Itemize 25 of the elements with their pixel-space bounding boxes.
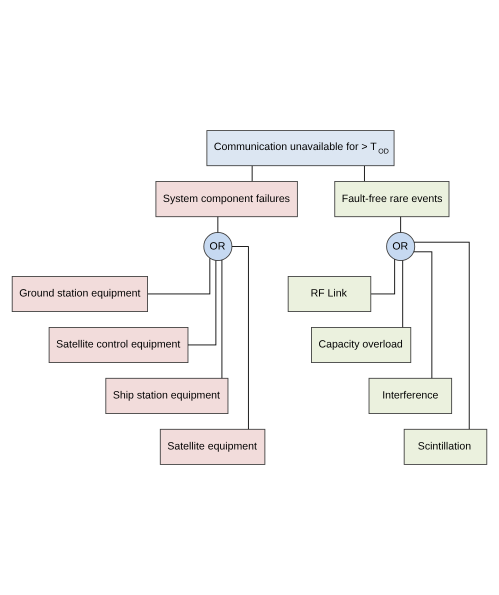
connector — [252, 165, 253, 182]
node-box: Scintillation — [404, 428, 488, 465]
connector — [232, 246, 249, 430]
connector — [364, 165, 365, 182]
node-box: Capacity overload — [311, 326, 412, 363]
connector — [402, 260, 404, 328]
node-box: Satellite control equipment — [48, 326, 188, 363]
node-box: Fault-free rare events — [334, 181, 450, 218]
node-box: Communication unavailable for > T$_{OD}$ — [206, 130, 395, 166]
node-box: RF Link — [288, 276, 372, 312]
node-box: Satellite equipment — [160, 428, 266, 465]
connector — [414, 242, 470, 430]
node-circle: OR — [386, 232, 416, 262]
connector — [217, 216, 218, 233]
node-box: Interference — [368, 378, 452, 414]
connector — [221, 260, 222, 379]
connector — [147, 258, 210, 294]
connector — [400, 216, 402, 233]
connector — [188, 260, 216, 346]
node-box: Ground station equipment — [12, 276, 148, 312]
connector — [413, 251, 432, 379]
node-box: System component failures — [155, 181, 298, 218]
connector — [370, 258, 396, 294]
node-circle: OR — [203, 232, 232, 262]
node-box: Ship station equipment — [105, 378, 228, 414]
